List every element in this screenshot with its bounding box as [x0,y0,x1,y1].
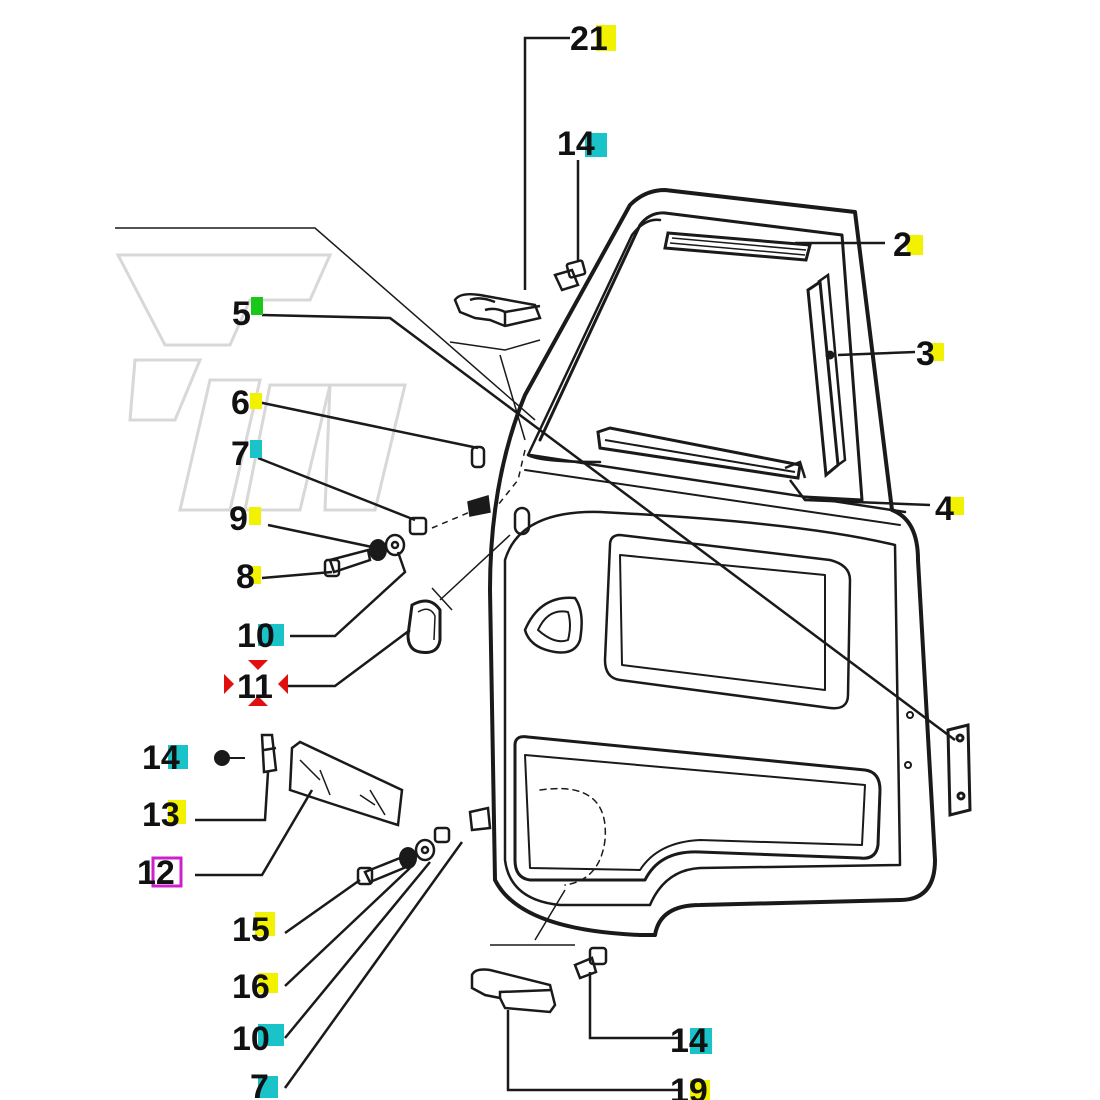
label-21: 21 [570,20,608,58]
label-13: 13 [142,796,180,834]
latch-striker [468,806,492,832]
part-7-nut-mid [408,516,428,536]
screw-14-top [553,259,587,292]
label-15: 15 [232,911,270,949]
part-21-hinge [453,292,542,328]
label-16: 16 [232,968,270,1006]
label-2: 2 [893,226,912,264]
door-outer-frame [488,188,937,937]
label-14-left: 14 [142,739,180,777]
screw-14-bottom [573,946,608,980]
door-trim-panel [503,510,902,907]
part-4-strip [596,426,807,480]
label-highlights [151,25,964,1100]
part-12-trim [288,740,404,827]
part-13-clip [260,733,278,774]
label-5: 5 [232,295,251,333]
screw-14-left [214,750,245,766]
part-6-clip [470,445,486,469]
part-3-guide [806,272,847,478]
part-10-washer-mid [384,533,406,557]
part-15-bolt [356,856,406,886]
part-8-bolt [323,548,372,578]
label-14-bottom: 14 [670,1022,708,1060]
label-7-bottom: 7 [250,1068,269,1100]
part-7-nut-bottom [433,826,451,844]
part-10-washer-bottom [414,838,436,862]
latch-mechanism [467,495,491,517]
label-3: 3 [916,335,935,373]
label-9: 9 [229,500,248,538]
label-4: 4 [935,490,954,528]
watermark-logo [115,253,407,512]
label-11: 11 [237,668,273,706]
selection-marker-11 [224,660,288,706]
window-frame [538,211,864,502]
door-assembly [488,188,937,937]
part-19-stop [470,968,557,1014]
part-11-cover [406,599,442,654]
door-hole [513,506,531,536]
label-7-mid: 7 [231,435,250,473]
door-pocket [513,735,882,882]
leader-lines [115,36,956,1092]
label-12: 12 [137,854,175,892]
label-10-bottom: 10 [232,1020,270,1058]
part-2-seal [663,231,812,262]
callout-labels: 21 14 2 5 3 6 7 4 9 8 10 11 14 13 12 15 … [137,20,954,1100]
part-16-washer [399,847,417,869]
label-19: 19 [670,1072,708,1100]
label-10-mid: 10 [237,617,275,655]
part-9-washer [369,539,387,561]
label-6: 6 [231,384,250,422]
label-14-top: 14 [557,125,595,163]
door-check-plate [946,723,972,817]
label-8: 8 [236,558,255,596]
